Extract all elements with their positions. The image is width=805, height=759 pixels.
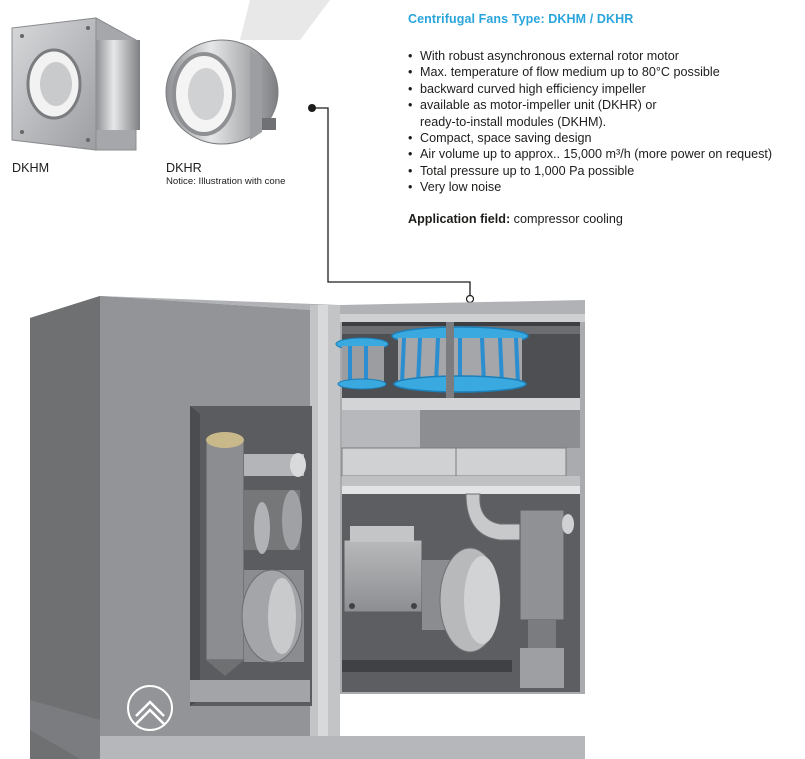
feature-item: Max. temperature of flow medium up to 80… [408, 64, 805, 81]
dkhr-notice: Notice: Illustration with cone [166, 176, 286, 187]
spec-title: Centrifugal Fans Type: DKHM / DKHR [408, 12, 634, 26]
feature-item: Compact, space saving design [408, 130, 805, 147]
centrifugal-fan-secondary [335, 337, 389, 390]
air-duct [465, 493, 574, 688]
feature-item: Air volume up to approx.. 15,000 m³/h (m… [408, 146, 805, 163]
feature-item: Very low noise [408, 179, 805, 196]
application-field: Application field: compressor cooling [408, 212, 623, 226]
feature-item: available as motor-impeller unit (DKHR) … [408, 97, 805, 130]
drive-motor [342, 526, 512, 672]
dkhm-fan-image [11, 17, 140, 151]
oil-separator [190, 432, 310, 702]
dkhr-fan-image [165, 39, 279, 145]
dkhm-caption: DKHM [12, 161, 50, 175]
feature-list: With robust asynchronous external rotor … [408, 48, 805, 196]
dkhr-caption: DKHR [166, 161, 202, 175]
application-label: Application field: [408, 212, 511, 226]
application-value: compressor cooling [513, 212, 623, 226]
feature-item: backward curved high efficiency impeller [408, 81, 805, 98]
feature-item: Total pressure up to 1,000 Pa possible [408, 163, 805, 180]
centrifugal-fan-dkhr [391, 322, 529, 398]
background-shade [240, 0, 330, 40]
brand-logo [127, 685, 173, 731]
feature-item: With robust asynchronous external rotor … [408, 48, 805, 65]
